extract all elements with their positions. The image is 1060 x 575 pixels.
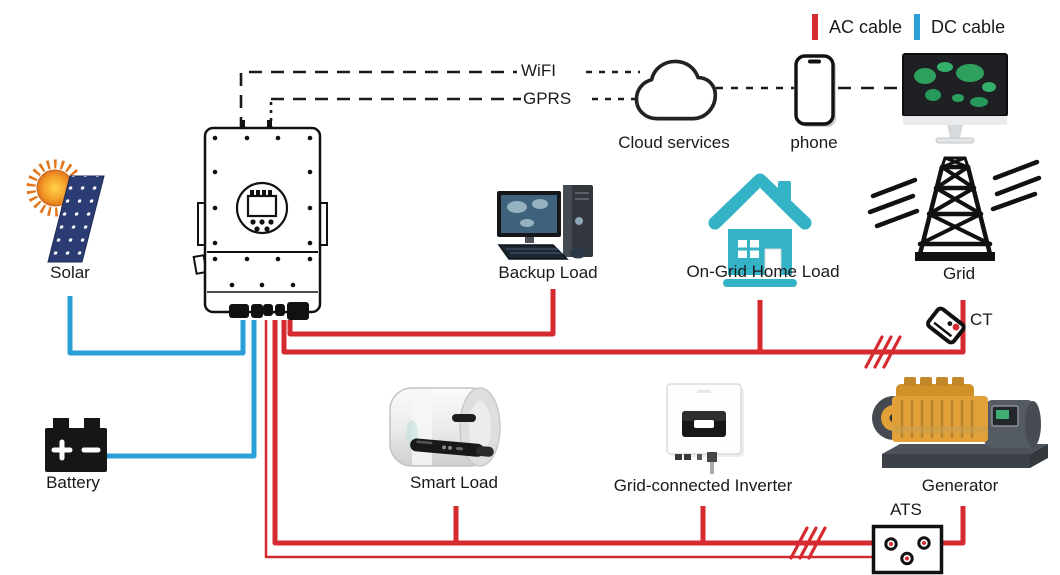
legend-dc-item: DC cable	[914, 14, 1005, 40]
grid-connected-inverter-label: Grid-connected Inverter	[613, 476, 793, 495]
hybrid-inverter-icon	[192, 120, 328, 320]
phone-label: phone	[790, 133, 838, 152]
ct-clamp-icon	[926, 306, 966, 345]
solar-panel-icon	[26, 159, 105, 263]
cloud-services-label: Cloud services	[618, 133, 730, 152]
monitor-icon	[902, 53, 1008, 144]
battery-dc-cable	[104, 320, 257, 459]
inverter-connectors	[229, 302, 309, 320]
smart-load-label: Smart Load	[410, 473, 498, 492]
on-grid-home-load-label: On-Grid Home Load	[686, 262, 840, 281]
water-heater-icon	[389, 387, 501, 467]
ct-label: CT	[970, 310, 993, 329]
legend-ac-item: AC cable	[812, 14, 902, 40]
ats-signal-cable	[264, 320, 902, 559]
generator-label: Generator	[921, 476, 999, 495]
solar-label: Solar	[50, 263, 90, 282]
inverter-display	[235, 181, 289, 235]
smart-load-ac-cable	[272, 320, 886, 546]
ats-label: ATS	[890, 500, 922, 519]
comm-lines	[239, 70, 901, 130]
generator-icon	[872, 377, 1048, 468]
grid-ac-cable	[281, 300, 966, 355]
gprs-label: GPRS	[523, 89, 572, 108]
wifi-line	[239, 70, 517, 130]
backup-load-label: Backup Load	[498, 263, 598, 282]
house-icon	[708, 173, 812, 287]
phone-icon	[794, 54, 836, 127]
cable-legend: AC cable DC cable	[812, 14, 1005, 40]
ac-cables	[272, 289, 966, 546]
three-phase-slash-marks	[789, 335, 902, 560]
battery-label: Battery	[46, 473, 100, 492]
ac-cable-label: AC cable	[829, 16, 903, 37]
water-heater-panel	[410, 438, 494, 457]
dc-cable-swatch	[914, 14, 921, 40]
dc-cable-label: DC cable	[931, 16, 1006, 37]
string-inverter-icon	[666, 383, 744, 474]
world-map	[914, 62, 996, 107]
ac-cable-swatch	[812, 14, 818, 40]
computer-icon	[497, 185, 593, 260]
cloud-icon	[634, 59, 718, 121]
solar-dc-cable	[67, 296, 246, 356]
ats-icon	[871, 524, 944, 575]
battery-icon	[45, 418, 107, 472]
dc-cables	[67, 296, 257, 459]
backup-load-ac-cable	[287, 289, 556, 337]
grid-tower-icon	[867, 156, 1042, 261]
grid-label: Grid	[942, 264, 976, 283]
wifi-label: WiFI	[521, 61, 556, 80]
